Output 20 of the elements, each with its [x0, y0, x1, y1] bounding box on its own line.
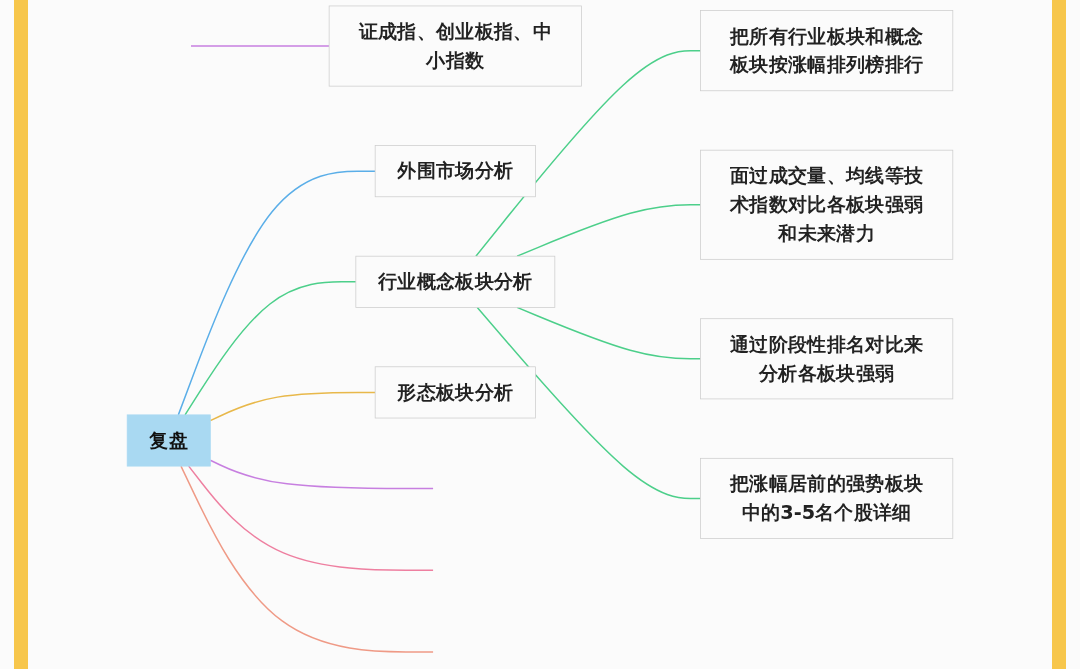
node-box: 通过阶段性排名对比来分析各板块强弱	[700, 318, 954, 400]
connector	[184, 281, 357, 416]
connector	[475, 49, 702, 257]
node-box: 证成指、创业板指、中小指数	[328, 5, 582, 87]
node-box: 外围市场分析	[374, 145, 536, 198]
connector	[187, 465, 434, 571]
connector	[209, 459, 434, 490]
node-box: 把涨幅居前的强势板块中的3-5名个股详细	[700, 457, 954, 539]
node-box: 把所有行业板块和概念板块按涨幅排列榜排行	[700, 10, 954, 92]
node-box: 行业概念板块分析	[355, 255, 556, 308]
connector	[516, 306, 702, 360]
node-box: 形态板块分析	[374, 366, 536, 419]
node-box: 面过成交量、均线等技术指数对比各板块强弱和未来潜力	[700, 149, 954, 260]
connector	[180, 465, 434, 653]
node-box: 复盘	[126, 414, 211, 467]
connector	[209, 391, 376, 422]
connector	[476, 306, 702, 500]
connector	[177, 170, 376, 416]
connector	[190, 45, 330, 47]
connector	[516, 204, 702, 257]
